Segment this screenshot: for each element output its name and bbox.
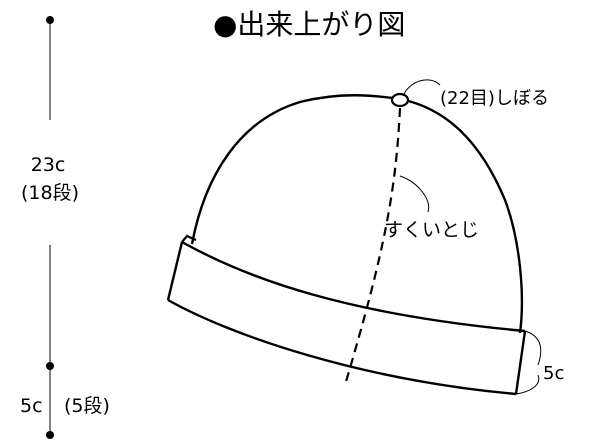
seam-label: すくいとじ — [384, 219, 479, 241]
top-gather-leader — [402, 79, 441, 97]
scale-top-dot — [46, 16, 54, 24]
seam-leader — [399, 175, 430, 213]
crown-height-label: 23c — [31, 154, 66, 176]
brim-height-label-left: 5c — [20, 395, 43, 417]
brim-left-fold — [181, 234, 197, 243]
top-gather-opening — [390, 92, 410, 108]
hat-crown-outline — [190, 94, 524, 334]
crown-rows-label: (18段) — [21, 182, 79, 204]
top-gather-label: (22目)しぼる — [440, 88, 549, 109]
brim-rows-label: (5段) — [64, 395, 110, 417]
brim-bottom-edge — [167, 298, 517, 396]
seam-dashed-line — [343, 107, 402, 386]
brim-height-leader-top — [524, 330, 542, 366]
brim-left-side — [166, 241, 184, 301]
brim-top-edge — [181, 240, 526, 333]
height-measurement-scale — [46, 16, 54, 439]
scale-middle-dot — [46, 362, 54, 370]
scale-bottom-dot — [46, 431, 54, 439]
diagram-title: ●出来上がり図 — [213, 8, 405, 41]
hat-brim-band — [166, 234, 527, 396]
brim-height-label: 5c — [543, 363, 564, 384]
brim-right-side — [514, 330, 527, 395]
brim-height-leader-bottom — [515, 374, 540, 395]
